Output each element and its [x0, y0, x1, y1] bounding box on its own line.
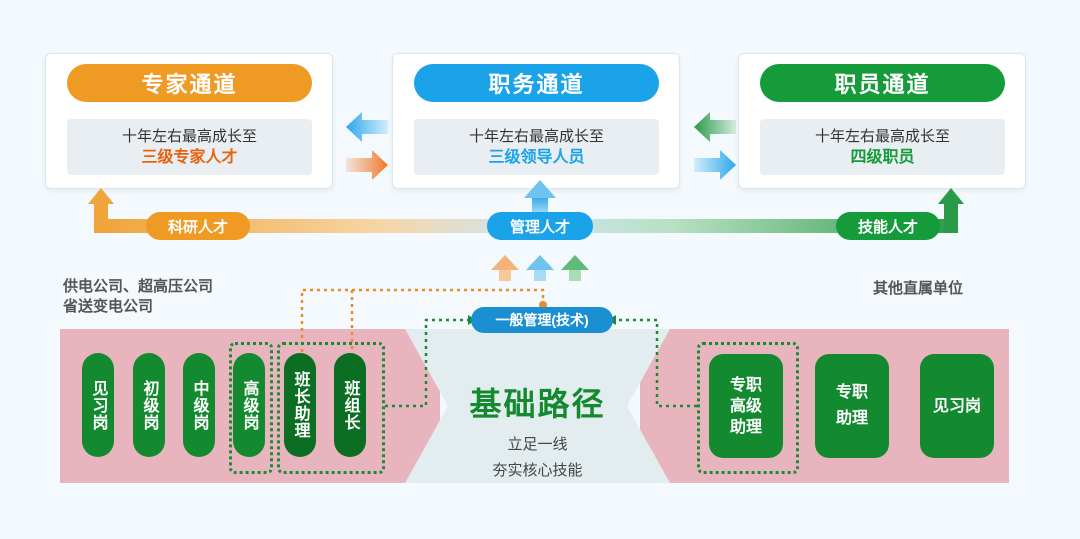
position-senior-assistant: 专职高级助理: [709, 354, 783, 458]
card-line2: 三级专家人才: [141, 149, 238, 166]
skill-talent-pill: 技能人才: [836, 212, 940, 240]
card-line1: 十年左右最高成长至: [468, 128, 604, 145]
expert-channel-card: 专家通道 十年左右最高成长至 三级专家人才: [45, 53, 333, 189]
arrow-up-icon: [526, 255, 554, 281]
right-units-label: 其他直属单位: [873, 280, 964, 297]
senior-assistant-box: [697, 342, 799, 474]
position-intermediate: 中级岗: [183, 353, 215, 457]
position-junior: 初级岗: [133, 353, 165, 457]
foundation-sub1: 立足一线: [507, 436, 568, 453]
team-leader-box: [277, 342, 385, 474]
position-team-leader: 班组长: [334, 353, 366, 457]
card-line2: 四级职员: [850, 149, 915, 166]
card-line1: 十年左右最高成长至: [121, 128, 257, 145]
position-team-leader-assistant: 班长助理: [284, 353, 316, 457]
position-right-intern: 见习岗: [920, 354, 994, 458]
foundation-shape: [405, 329, 670, 483]
management-talent-pill: 管理人才: [487, 212, 593, 240]
card-line1: 十年左右最高成长至: [814, 128, 950, 145]
exchange-arrows-right: [694, 112, 736, 180]
arrow-right-icon: [694, 150, 736, 180]
arrow-left-icon: [346, 112, 388, 142]
arrow-right-icon: [346, 150, 388, 180]
card-body: 十年左右最高成长至 三级专家人才: [67, 119, 312, 175]
general-management-pill: 一般管理(技术): [471, 307, 613, 333]
arrow-up-icon: [561, 255, 589, 281]
arrow-up-icon: [88, 188, 114, 233]
foundation-title: 基础路径: [469, 386, 606, 422]
card-title: 职务通道: [414, 64, 659, 102]
arrow-up-icon: [524, 180, 556, 216]
arrow-left-icon: [694, 112, 736, 142]
position-assistant: 专职助理: [815, 354, 889, 458]
card-line2: 三级领导人员: [488, 149, 585, 166]
left-units-line1: 供电公司、超高压公司: [63, 278, 214, 295]
left-units-label: 供电公司、超高压公司 省送变电公司: [63, 277, 213, 317]
card-body: 十年左右最高成长至 四级职员: [760, 119, 1005, 175]
foundation-sub2: 夯实核心技能: [492, 462, 583, 479]
senior-post-box: [229, 342, 273, 474]
left-units-line2: 省送变电公司: [63, 298, 154, 315]
position-intern: 见习岗: [82, 353, 114, 457]
card-title: 职员通道: [760, 64, 1005, 102]
exchange-arrows-left: [346, 112, 388, 180]
staff-channel-card: 职员通道 十年左右最高成长至 四级职员: [738, 53, 1026, 189]
position-senior: 高级岗: [233, 353, 265, 457]
arrow-up-icon: [938, 188, 964, 233]
card-body: 十年左右最高成长至 三级领导人员: [414, 119, 659, 175]
research-talent-pill: 科研人才: [146, 212, 250, 240]
card-title: 专家通道: [67, 64, 312, 102]
arrow-up-icon: [491, 255, 519, 281]
duty-channel-card: 职务通道 十年左右最高成长至 三级领导人员: [392, 53, 680, 189]
